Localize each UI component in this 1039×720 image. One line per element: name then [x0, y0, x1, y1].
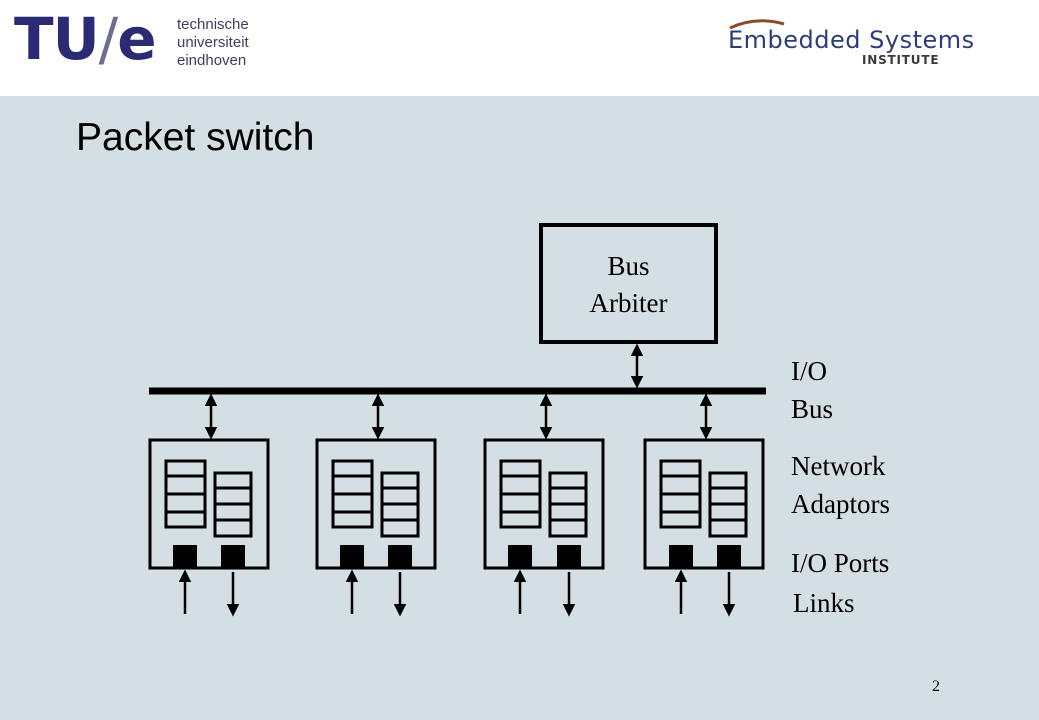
io-bus-label: I/O Bus: [791, 352, 833, 428]
slide-title: Packet switch: [76, 116, 315, 159]
page-number: 2: [932, 678, 940, 695]
network-adaptors-label-line: Adaptors: [791, 489, 890, 519]
network-adaptor: [148, 393, 270, 617]
io-port: [557, 545, 581, 567]
esi-logo-main: Embedded Systems: [728, 26, 975, 54]
bus-arbiter-label-line: Arbiter: [589, 288, 668, 318]
io-port: [508, 545, 532, 567]
io-port: [669, 545, 693, 567]
tue-logo: TU/e: [14, 10, 157, 68]
network-adaptors-label-line: Network: [791, 451, 886, 481]
io-bus-label-line: Bus: [791, 394, 834, 424]
io-port: [717, 545, 741, 567]
bus-arbiter-label: Bus Arbiter: [540, 248, 717, 322]
io-port: [388, 545, 412, 567]
network-adaptor: [483, 393, 605, 617]
tue-logo-e: e: [117, 5, 156, 73]
esi-arc-icon: [729, 19, 785, 30]
adaptor-box: [315, 438, 437, 570]
tue-logo-tu: TU: [14, 5, 100, 73]
io-ports-label: I/O Ports: [791, 548, 890, 578]
links-label: Links: [793, 588, 855, 618]
tue-wordmark-line: technische: [177, 16, 249, 33]
adaptor-box: [148, 438, 270, 570]
adaptor-box: [483, 438, 605, 570]
tue-wordmark: technische universiteit eindhoven: [177, 16, 249, 70]
adaptor-box: [643, 438, 765, 570]
network-adaptor: [643, 393, 765, 617]
io-port: [340, 545, 364, 567]
esi-logo-sub: INSTITUTE: [862, 53, 940, 67]
bus-arbiter-box: [539, 223, 718, 344]
io-port: [221, 545, 245, 567]
esi-logo: Embedded Systems INSTITUTE: [728, 18, 975, 67]
bus-arbiter-label-line: Bus: [607, 251, 650, 281]
io-bus-label-line: I/O: [791, 356, 827, 386]
tue-logo-slash: /: [98, 5, 119, 73]
header-bar: TU/e technische universiteit eindhoven E…: [0, 0, 1039, 96]
io-port: [173, 545, 197, 567]
tue-wordmark-line: eindhoven: [177, 52, 247, 69]
network-adaptors-label: Network Adaptors: [791, 447, 890, 523]
network-adaptor: [315, 393, 437, 617]
tue-wordmark-line: universiteit: [177, 34, 249, 51]
